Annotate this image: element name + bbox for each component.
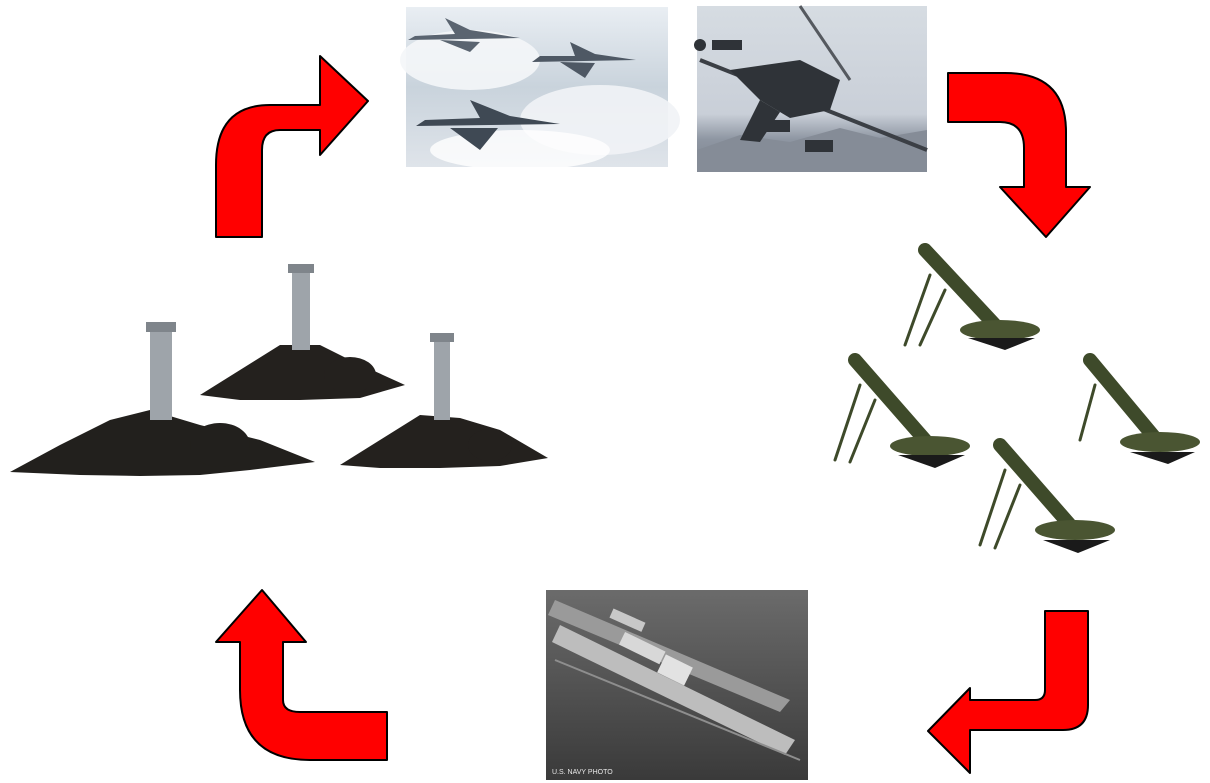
fighter-jets-photo — [400, 7, 680, 170]
arrow-warships-to-howitzers — [215, 589, 388, 761]
mortars-image — [833, 243, 1200, 553]
warship-photo-credit: U.S. NAVY PHOTO — [552, 769, 613, 776]
arrow-howitzers-to-jets — [215, 55, 369, 238]
attack-helicopter-photo — [694, 5, 928, 172]
arrow-mortars-to-warships — [927, 610, 1089, 774]
howitzers-image — [10, 264, 548, 476]
arrow-helicopter-to-mortars — [947, 72, 1091, 238]
warships-photo: U.S. NAVY PHOTO — [546, 590, 808, 780]
